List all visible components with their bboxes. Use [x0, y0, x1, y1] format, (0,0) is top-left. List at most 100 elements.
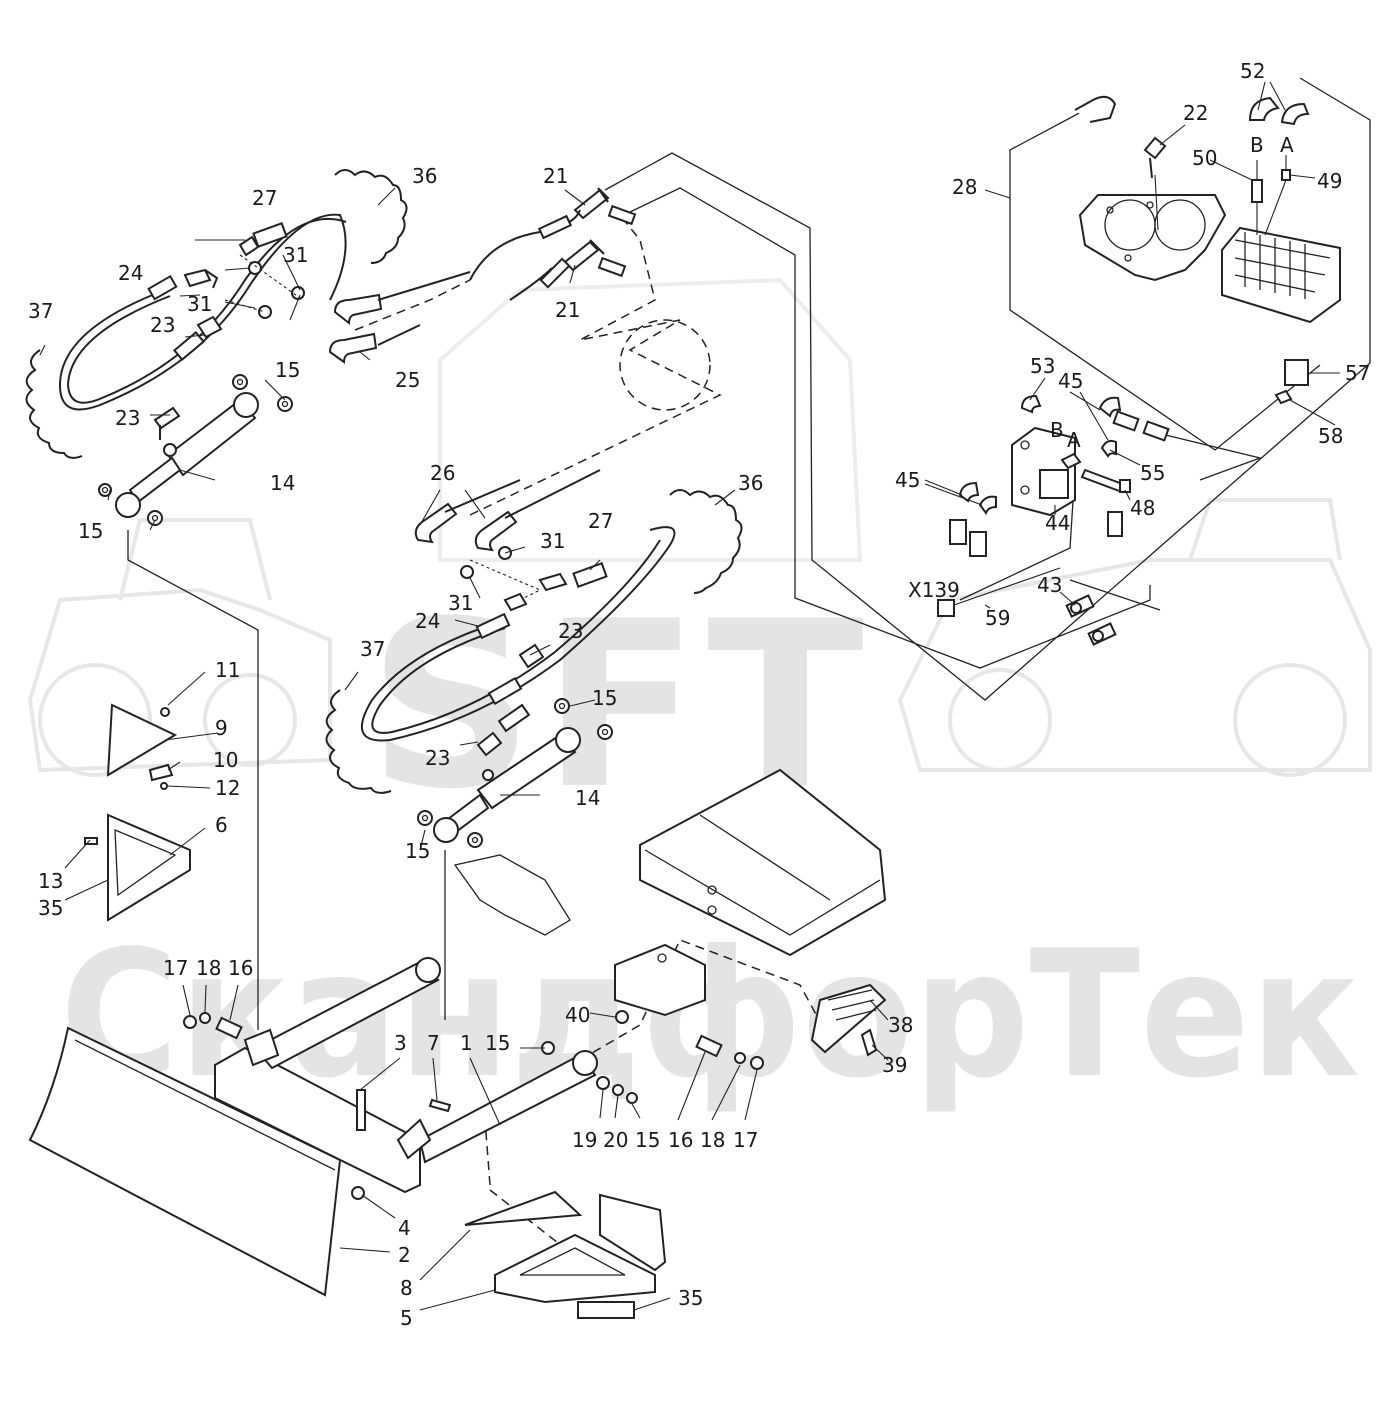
- fitting-50: [1251, 179, 1263, 203]
- spiral-guard-36-center: [669, 489, 743, 594]
- clip-10: [148, 763, 174, 782]
- elbow-26-b: [474, 510, 518, 552]
- washer-19: [596, 1076, 610, 1090]
- elbow-52-a: [1248, 96, 1280, 121]
- callout-13: 13: [38, 869, 63, 893]
- washer-18-right: [734, 1052, 746, 1064]
- callout-23-left-b: 23: [115, 406, 140, 430]
- fitting-49: [1281, 169, 1291, 181]
- plow-frame-assembly: [28, 957, 764, 1319]
- faded-bracket: [453, 854, 571, 936]
- callout-11: 11: [215, 658, 240, 682]
- washer-31-center-b: [460, 565, 474, 579]
- callout-35-left: 35: [38, 896, 63, 920]
- hose-end-28: [1074, 95, 1117, 123]
- port-label-b-block: B: [1050, 418, 1064, 442]
- callout-17-left: 17: [163, 956, 188, 980]
- elbow-45-a: [1098, 396, 1122, 418]
- leader-lines: [39, 81, 1340, 1311]
- pin-16-left: [215, 1016, 243, 1040]
- callout-31-center-b: 31: [448, 591, 473, 615]
- spiral-guard-36-left: [334, 169, 408, 264]
- callout-31-left-a: 31: [283, 243, 308, 267]
- callout-8: 8: [400, 1276, 413, 1300]
- plate-9: [106, 703, 178, 777]
- nut-4: [351, 1186, 365, 1200]
- bracket-6: [107, 813, 191, 922]
- callout-4: 4: [398, 1216, 411, 1240]
- elbow-52-b: [1280, 102, 1310, 126]
- callout-45-left: 45: [895, 468, 920, 492]
- nut-40: [615, 1010, 629, 1024]
- callout-17-right: 17: [733, 1128, 758, 1152]
- callout-6: 6: [215, 813, 228, 837]
- callout-28: 28: [952, 175, 977, 199]
- pin-16-right: [695, 1034, 723, 1058]
- callout-27-center: 27: [588, 509, 613, 533]
- port-label-a-top: A: [1280, 133, 1294, 157]
- callout-21-bottom: 21: [555, 298, 580, 322]
- dashed-loop: [619, 319, 711, 411]
- callout-1: 1: [460, 1031, 473, 1055]
- callout-48: 48: [1130, 496, 1155, 520]
- callout-5: 5: [400, 1306, 413, 1330]
- elbow-45-b: [958, 481, 980, 503]
- fitting-24-center: [475, 612, 511, 640]
- washer-15-center-d: [467, 832, 483, 848]
- callout-15-center-b: 15: [405, 839, 430, 863]
- routing-line-44: [1144, 429, 1263, 481]
- callout-15-center-a: 15: [592, 686, 617, 710]
- callout-53: 53: [1030, 354, 1055, 378]
- callout-10: 10: [213, 748, 238, 772]
- fitting-23-center-a: [518, 643, 545, 669]
- washer-31-left-c: [258, 305, 272, 319]
- callout-25: 25: [395, 368, 420, 392]
- callout-15-left-a: 15: [275, 358, 300, 382]
- callout-58: 58: [1318, 424, 1343, 448]
- callout-15-left-b: 15: [78, 519, 103, 543]
- fitting-23-left-a: [173, 330, 205, 362]
- bolt-17-right: [750, 1056, 764, 1070]
- callout-39: 39: [882, 1053, 907, 1077]
- callout-19: 19: [572, 1128, 597, 1152]
- washer-15-center-c: [417, 810, 433, 826]
- callout-35-bottom: 35: [678, 1286, 703, 1310]
- routing-line-28: [1009, 109, 1321, 451]
- callout-45-top: 45: [1058, 369, 1083, 393]
- callout-2: 2: [398, 1243, 411, 1267]
- callout-43: 43: [1037, 573, 1062, 597]
- fitting-23-center-b: [476, 731, 503, 757]
- tee-fitting-21-b: [563, 239, 605, 272]
- dashed-route-upper: [469, 214, 722, 516]
- washer-15-left-a: [232, 374, 248, 390]
- plate-8: [464, 1190, 583, 1226]
- fitting-23-left-b: [196, 315, 223, 339]
- spiral-guard-37-center: [325, 689, 392, 794]
- elbow-25-a: [333, 293, 383, 326]
- fitting-elbow-center: [538, 572, 568, 592]
- coupling-27-center: [572, 562, 608, 588]
- callout-44: 44: [1045, 511, 1070, 535]
- callout-50: 50: [1192, 146, 1217, 170]
- washer-15-frame-a: [626, 1092, 638, 1104]
- callout-15-frame-b: 15: [635, 1128, 660, 1152]
- callout-21-top: 21: [543, 164, 568, 188]
- cable-59: [953, 567, 1061, 606]
- center-hose-loop: [361, 526, 676, 742]
- port-label-a-block: A: [1067, 428, 1081, 452]
- callout-22: 22: [1183, 101, 1208, 125]
- callout-52: 52: [1240, 59, 1265, 83]
- callout-31-center-a: 31: [540, 529, 565, 553]
- bolt-48: [1080, 468, 1127, 494]
- washer-15-left-d: [147, 510, 163, 526]
- callout-31-left-b: 31: [187, 292, 212, 316]
- callout-36-left: 36: [412, 164, 437, 188]
- elbow-25-b: [328, 332, 378, 364]
- callout-24-center: 24: [415, 609, 440, 633]
- callout-16-right: 16: [668, 1128, 693, 1152]
- bolt-11: [160, 707, 170, 717]
- callout-55: 55: [1140, 461, 1165, 485]
- callout-23-center-a: 23: [558, 619, 583, 643]
